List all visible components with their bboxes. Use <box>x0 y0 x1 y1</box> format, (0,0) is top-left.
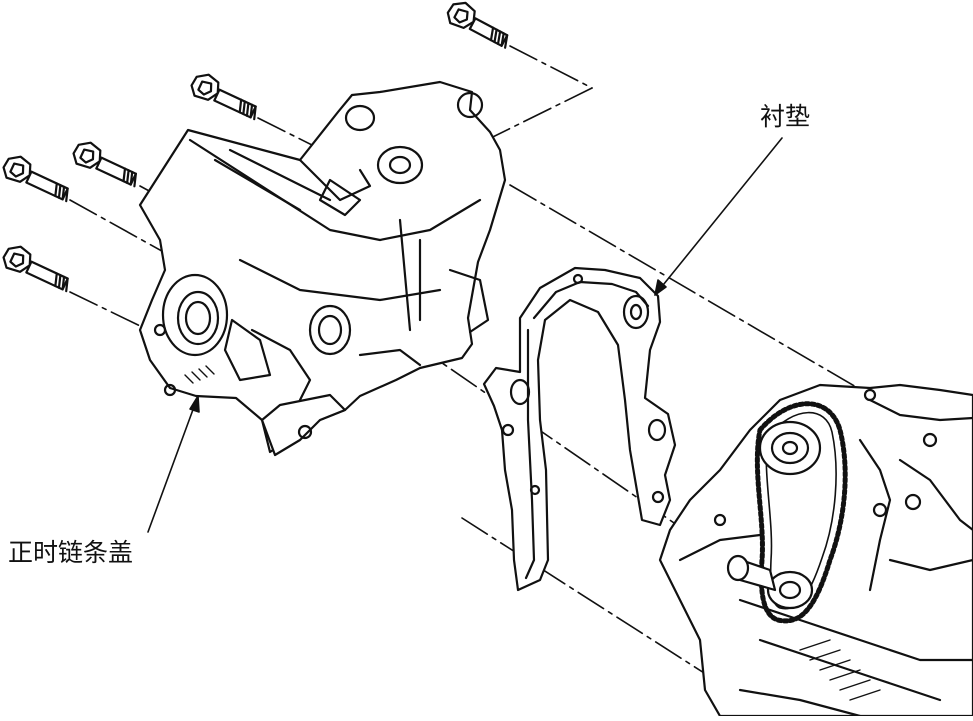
timing-chain-cover-label: 正时链条盖 <box>8 538 134 567</box>
bolt-2 <box>190 73 257 121</box>
gasket <box>482 266 677 592</box>
timing-chain-cover <box>138 80 507 457</box>
bolt-4 <box>2 155 69 203</box>
bolt-5 <box>2 245 69 293</box>
bolt-1 <box>446 1 509 49</box>
engine-block <box>658 383 973 718</box>
leader-lines <box>147 137 783 533</box>
gasket-label: 衬垫 <box>760 102 811 131</box>
bolt-3 <box>72 141 137 188</box>
